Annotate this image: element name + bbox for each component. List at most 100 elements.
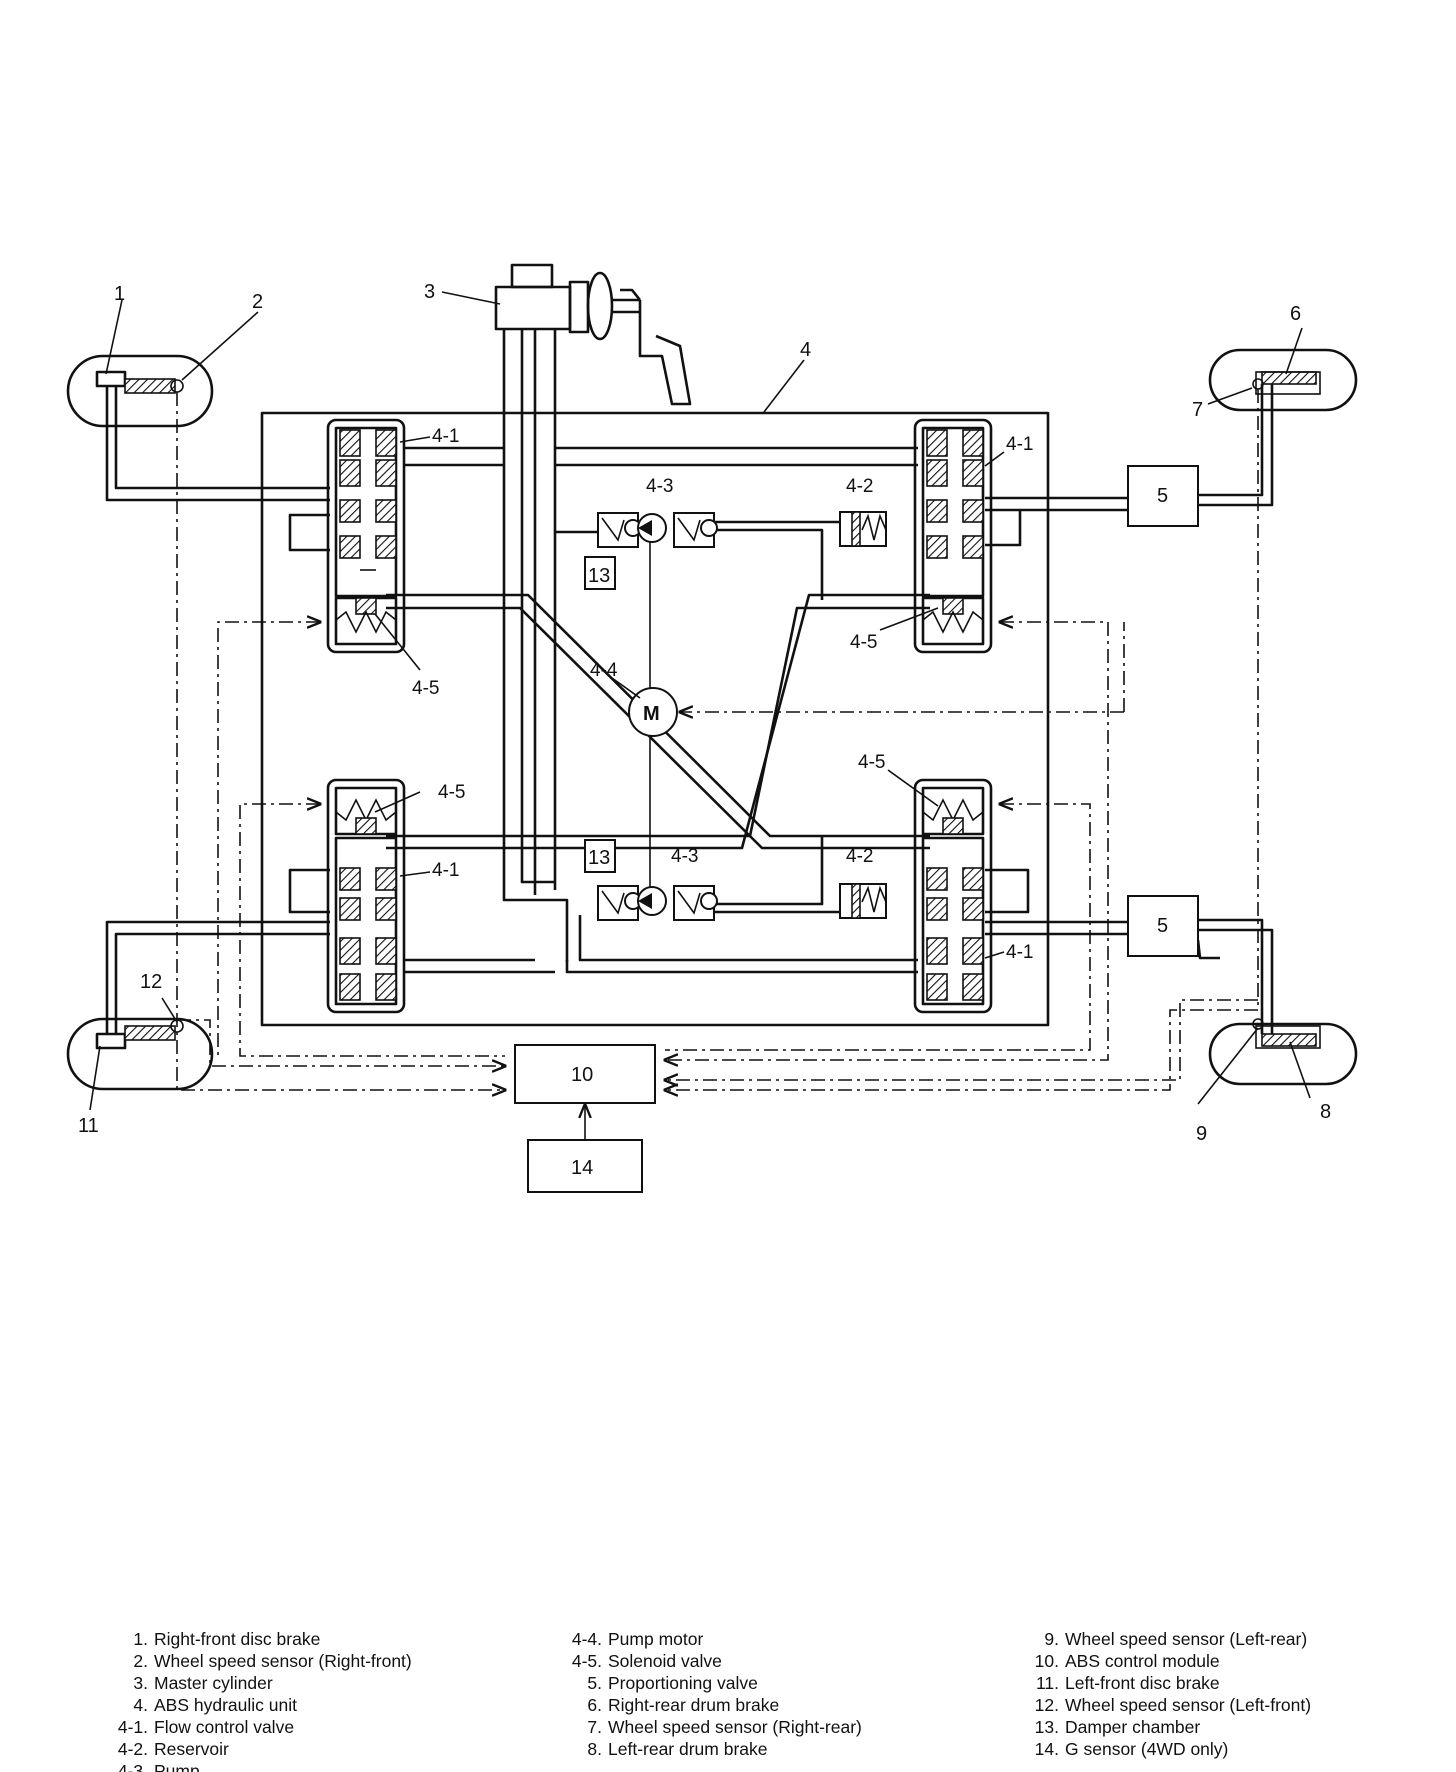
flow-control-valve-right-top: [913, 418, 993, 654]
damper-chamber-top: [584, 556, 616, 590]
reservoir-top: [839, 511, 887, 547]
callout-2: 2: [252, 291, 263, 313]
legend-item: 9. Wheel speed sensor (Left-rear): [1015, 1628, 1311, 1650]
callout-4-1-right-bottom: 4-1: [1006, 942, 1033, 963]
callout-10: 10: [571, 1064, 593, 1086]
callout-8: 8: [1320, 1101, 1331, 1123]
callout-4-1-right-top: 4-1: [1006, 434, 1033, 455]
callout-4-1-left-bottom: 4-1: [432, 860, 459, 881]
legend-item-text: Pump motor: [608, 1629, 704, 1649]
callout-4-2-bottom: 4-2: [846, 846, 873, 867]
legend-item-number: 4-5.: [571, 1651, 602, 1671]
legend-item-text: G sensor (4WD only): [1065, 1739, 1229, 1759]
callout-4-1-left-top: 4-1: [432, 426, 459, 447]
legend-item: 4-5. Solenoid valve: [548, 1650, 862, 1672]
legend-item-text: Left-rear drum brake: [608, 1739, 768, 1759]
legend-item-number: 4-3.: [117, 1761, 148, 1772]
legend-item-text: Left-front disc brake: [1065, 1673, 1220, 1693]
left-rear-wheel: [1208, 1018, 1358, 1086]
callout-5-bottom: 5: [1157, 915, 1168, 937]
proportioning-valve-top: [1127, 465, 1199, 527]
flow-control-valve-left-bottom: [326, 778, 406, 1014]
legend-item: 7.Wheel speed sensor (Right-rear): [548, 1716, 862, 1738]
legend-item-number: 6.: [587, 1695, 602, 1715]
legend-item: 14.G sensor (4WD only): [1015, 1738, 1311, 1760]
legend-item-text: Damper chamber: [1065, 1717, 1201, 1737]
callout-1: 1: [114, 283, 125, 305]
callout-4-5-right-top: 4-5: [850, 632, 877, 653]
legend-item-text: Right-rear drum brake: [608, 1695, 780, 1715]
legend-item-text: Wheel speed sensor (Right-rear): [608, 1717, 862, 1737]
legend-item: 11. Left-front disc brake: [1015, 1672, 1311, 1694]
legend-item: 4-1. Flow control valve: [100, 1716, 412, 1738]
callout-4-4: 4-4: [590, 660, 618, 681]
legend-item-number: 13.: [1034, 1717, 1059, 1737]
right-front-wheel: [66, 354, 214, 428]
legend-item-text: Solenoid valve: [608, 1651, 722, 1671]
abs-hydraulic-unit-outline: [260, 411, 1050, 1027]
abs-control-module: [514, 1044, 656, 1104]
callout-5-top: 5: [1157, 485, 1168, 507]
callout-4-5-right-bottom: 4-5: [858, 752, 885, 773]
legend-item-number: 3.: [133, 1673, 148, 1693]
legend-item-text: Reservoir: [154, 1739, 229, 1759]
callout-13-top: 13: [588, 565, 610, 587]
legend-item-text: Flow control valve: [154, 1717, 295, 1737]
legend-item-number: 1.: [133, 1629, 148, 1649]
callout-6: 6: [1290, 303, 1301, 325]
legend-item: 13. Damper chamber: [1015, 1716, 1311, 1738]
legend-item: 3. Master cylinder: [100, 1672, 412, 1694]
legend-item: 5.Proportioning valve: [548, 1672, 862, 1694]
legend-item-text: ABS hydraulic unit: [154, 1695, 297, 1715]
callout-9: 9: [1196, 1123, 1207, 1145]
left-front-wheel: [66, 1017, 214, 1091]
legend-item-number: 4-2.: [117, 1739, 148, 1759]
legend-item-text: Wheel speed sensor (Right-front): [154, 1651, 412, 1671]
legend-item: 4. ABS hydraulic unit: [100, 1694, 412, 1716]
legend-item-text: Master cylinder: [154, 1673, 273, 1693]
legend-item-number: 5.: [587, 1673, 602, 1693]
callout-4: 4: [800, 339, 811, 361]
legend-item-text: Wheel speed sensor (Left-rear): [1065, 1629, 1308, 1649]
master-cylinder: [494, 263, 692, 406]
legend-item-number: 12.: [1034, 1695, 1059, 1715]
legend-item: 6. Right-rear drum brake: [548, 1694, 862, 1716]
callout-3: 3: [424, 281, 435, 303]
master-line-outer: [502, 329, 569, 962]
legend-item-text: Right-front disc brake: [154, 1629, 321, 1649]
pump-top: [597, 512, 718, 548]
callout-4-3-top: 4-3: [646, 476, 673, 497]
legend-item-number: 10.: [1034, 1651, 1059, 1671]
legend-item-number: 11.: [1035, 1673, 1059, 1693]
legend-item-number: 4.: [133, 1695, 148, 1715]
legend-item-text: Pump: [154, 1761, 200, 1772]
legend-item: 4-4. Pump motor: [548, 1628, 862, 1650]
callout-13-bottom: 13: [588, 847, 610, 869]
g-sensor: [527, 1139, 643, 1193]
legend-item: 2.Wheel speed sensor (Right-front): [100, 1650, 412, 1672]
callout-12: 12: [140, 971, 162, 993]
legend-item-number: 8.: [587, 1739, 602, 1759]
callout-14: 14: [571, 1157, 593, 1179]
legend-item-number: 4-4.: [571, 1629, 602, 1649]
legend-item-text: Wheel speed sensor (Left-front): [1065, 1695, 1312, 1715]
motor-letter: M: [643, 703, 660, 725]
flow-control-valve-right-bottom: [913, 778, 993, 1014]
callout-11: 11: [78, 1115, 99, 1137]
callout-4-2-top: 4-2: [846, 476, 873, 497]
legend-item: 8. Left-rear drum brake: [548, 1738, 862, 1760]
pump-bottom: [597, 885, 718, 921]
flow-control-valve-left-top: [326, 418, 406, 654]
legend-item-number: 4-1.: [117, 1717, 148, 1737]
callout-7: 7: [1192, 399, 1203, 421]
legend-item-number: 9.: [1044, 1629, 1059, 1649]
legend-column-3: 9. Wheel speed sensor (Left-rear) 10. ABS c…: [1015, 1628, 1311, 1760]
legend-item-text: ABS control module: [1065, 1651, 1220, 1671]
callout-4-5-left-top: 4-5: [412, 678, 439, 699]
damper-chamber-bottom: [584, 839, 616, 873]
